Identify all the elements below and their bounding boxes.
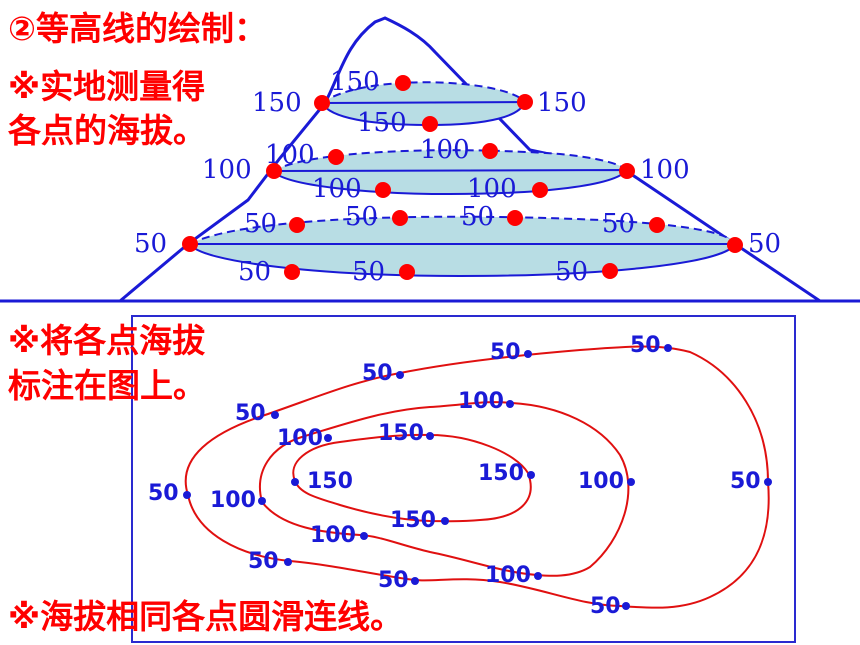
map-point — [271, 411, 279, 419]
map-elevation-label: 50 — [490, 340, 521, 365]
elevation-label: 50 — [602, 209, 635, 239]
elevation-label: 50 — [134, 229, 167, 259]
contour-line-50 — [184, 345, 770, 609]
contour-line-100 — [259, 401, 630, 577]
map-elevation-label: 50 — [378, 568, 409, 593]
elevation-label: 100 — [467, 174, 517, 204]
map-elevation-label: 100 — [310, 523, 356, 548]
map-point — [664, 344, 672, 352]
elevation-label: 150 — [537, 88, 587, 118]
contour-line-150 — [292, 433, 532, 523]
map-elevation-label: 50 — [730, 469, 761, 494]
map-elevation-label: 100 — [210, 488, 256, 513]
step-3-text: ※海拔相同各点圆滑连线。 — [8, 597, 403, 636]
map-point — [622, 602, 630, 610]
elevation-label: 50 — [238, 257, 271, 287]
level-150-ellipse — [320, 81, 527, 127]
map-point — [426, 432, 434, 440]
elevation-label: 100 — [420, 135, 470, 165]
measure-point — [507, 210, 523, 226]
elevation-label: 50 — [461, 202, 494, 232]
map-point — [524, 350, 532, 358]
measure-point — [422, 116, 438, 132]
mountain-elevation-labels: 150 150 150 150 100 100 100 100 100 100 … — [134, 67, 781, 287]
elevation-label: 100 — [265, 140, 315, 170]
level-50-ellipse — [188, 215, 737, 278]
measure-point — [482, 143, 498, 159]
map-elevation-label: 100 — [458, 389, 504, 414]
map-point — [527, 471, 535, 479]
measure-point — [395, 75, 411, 91]
map-frame — [131, 315, 796, 643]
step-1-text-line-1: ※实地测量得 — [8, 67, 205, 106]
measure-point — [602, 263, 618, 279]
measure-point — [727, 237, 743, 253]
map-point — [284, 558, 292, 566]
measure-point — [649, 217, 665, 233]
map-point — [764, 478, 772, 486]
measure-point — [328, 149, 344, 165]
map-elevation-label: 50 — [235, 401, 266, 426]
measure-point — [532, 182, 548, 198]
elevation-label: 150 — [330, 67, 380, 97]
measure-point — [289, 217, 305, 233]
map-point — [183, 491, 191, 499]
measure-point — [182, 236, 198, 252]
map-point — [360, 532, 368, 540]
elevation-label: 50 — [352, 257, 385, 287]
elevation-label: 150 — [357, 108, 407, 138]
measure-point — [284, 264, 300, 280]
measure-point — [619, 163, 635, 179]
step-2-text-line-2: 标注在图上。 — [8, 366, 206, 405]
step-2-text-line-1: ※将各点海拔 — [8, 321, 206, 360]
map-point — [258, 497, 266, 505]
measurement-points — [182, 75, 743, 280]
map-elevation-label: 50 — [248, 549, 279, 574]
map-elevation-label: 100 — [277, 426, 323, 451]
map-point — [506, 400, 514, 408]
map-point — [324, 434, 332, 442]
map-elevation-label: 100 — [578, 469, 624, 494]
elevation-label: 50 — [555, 257, 588, 287]
measure-point — [375, 182, 391, 198]
map-elevation-label: 50 — [590, 594, 621, 619]
elevation-label: 100 — [640, 155, 690, 185]
map-elevation-labels: 50 50 50 50 50 50 50 50 50 100 100 100 1… — [148, 333, 761, 619]
map-point — [441, 517, 449, 525]
map-point — [291, 478, 299, 486]
map-elevation-label: 50 — [362, 361, 393, 386]
step-1-text-line-2: 各点的海拔。 — [7, 111, 206, 150]
measure-point — [392, 210, 408, 226]
mountain-diagram: 150 150 150 150 100 100 100 100 100 100 … — [0, 16, 860, 303]
map-elevation-label: 50 — [148, 481, 179, 506]
map-points — [183, 344, 772, 610]
map-elevation-label: 150 — [378, 421, 424, 446]
elevation-label: 100 — [202, 155, 252, 185]
map-elevation-label: 50 — [630, 333, 661, 358]
contour-map: 50 50 50 50 50 50 50 50 50 100 100 100 1… — [131, 315, 796, 643]
elevation-label: 150 — [252, 88, 302, 118]
map-point — [627, 478, 635, 486]
elevation-label: 50 — [748, 229, 781, 259]
elevation-label: 50 — [244, 209, 277, 239]
map-elevation-label: 150 — [478, 461, 524, 486]
map-point — [396, 371, 404, 379]
page-title: ②等高线的绘制： — [8, 9, 267, 48]
elevation-label: 100 — [312, 174, 362, 204]
measure-point — [517, 94, 533, 110]
measure-point — [399, 264, 415, 280]
explanatory-text: ②等高线的绘制： ※实地测量得 各点的海拔。 ※将各点海拔 标注在图上。 ※海拔… — [7, 9, 403, 636]
measure-point — [314, 95, 330, 111]
elevation-label: 50 — [345, 202, 378, 232]
map-point — [411, 577, 419, 585]
map-elevation-label: 150 — [390, 508, 436, 533]
map-point — [534, 572, 542, 580]
measure-point — [266, 163, 282, 179]
map-elevation-label: 100 — [485, 563, 531, 588]
map-elevation-label: 150 — [307, 469, 353, 494]
